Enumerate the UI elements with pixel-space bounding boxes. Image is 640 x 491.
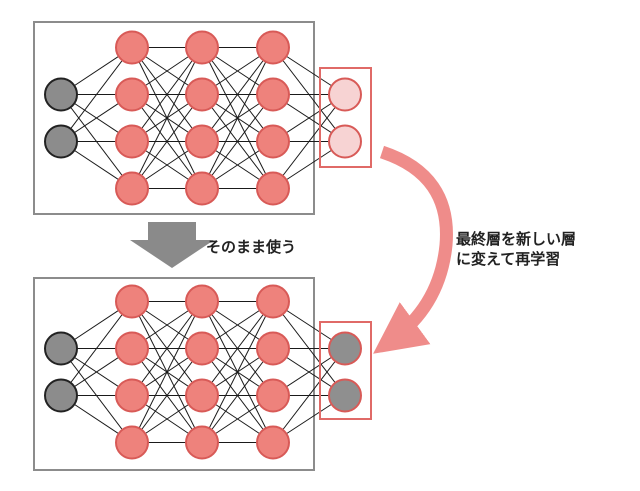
original-edge [272,94,346,189]
reused-input-node [44,378,78,413]
original-output-node [328,77,362,112]
reused-hidden-node [185,331,219,366]
new-output-layer-highlight [319,321,372,420]
original-hidden-node [115,171,149,206]
reused-hidden-node [115,284,149,319]
reused-hidden-node [115,378,149,413]
reused-edge [131,301,203,443]
reused-network-edges [60,301,346,443]
reused-edge [272,348,346,443]
retrain-label-line2: に変えて再学習 [456,250,560,268]
reused-edge [131,301,203,396]
reused-edge [201,348,274,443]
curved-arrow-icon [373,145,453,354]
original-hidden-node [185,171,219,206]
original-output-layer-highlight [319,67,372,168]
original-edge [131,47,203,189]
original-network-frame [33,21,315,215]
reused-hidden-node [256,284,290,319]
original-edge [201,47,274,142]
reused-hidden-node [256,331,290,366]
original-hidden-node [115,124,149,159]
original-network-edges [60,47,346,189]
original-output-node [328,124,362,159]
original-edge [131,94,203,189]
original-edge [201,47,274,189]
original-network-nodes [44,30,362,206]
reused-hidden-node [115,331,149,366]
reused-hidden-node [115,425,149,460]
retrain-label-line1: 最終層を新しい層 [456,230,576,248]
original-hidden-node [256,77,290,112]
reused-output-node [328,378,362,413]
reused-hidden-node [185,378,219,413]
reused-edge [201,301,274,396]
original-hidden-node [256,124,290,159]
reused-network-nodes [44,284,362,460]
reuse-label: そのまま使う [206,238,296,256]
reused-network [33,277,372,471]
reused-output-node [328,331,362,366]
original-hidden-node [185,124,219,159]
original-network [33,21,372,215]
original-hidden-node [115,30,149,65]
reused-input-node [44,331,78,366]
original-edge [131,47,203,142]
reused-hidden-node [256,425,290,460]
original-hidden-node [115,77,149,112]
reused-edge [201,301,274,443]
down-arrow-icon [130,222,214,268]
original-input-node [44,124,78,159]
original-hidden-node [256,171,290,206]
original-hidden-node [185,77,219,112]
reused-network-frame [33,277,315,471]
reused-edge [131,348,203,443]
original-edge [201,94,274,189]
original-hidden-node [256,30,290,65]
reused-hidden-node [185,425,219,460]
original-input-node [44,77,78,112]
reused-edge [60,301,133,396]
reused-hidden-node [185,284,219,319]
original-hidden-node [185,30,219,65]
reused-hidden-node [256,378,290,413]
original-edge [60,47,133,142]
